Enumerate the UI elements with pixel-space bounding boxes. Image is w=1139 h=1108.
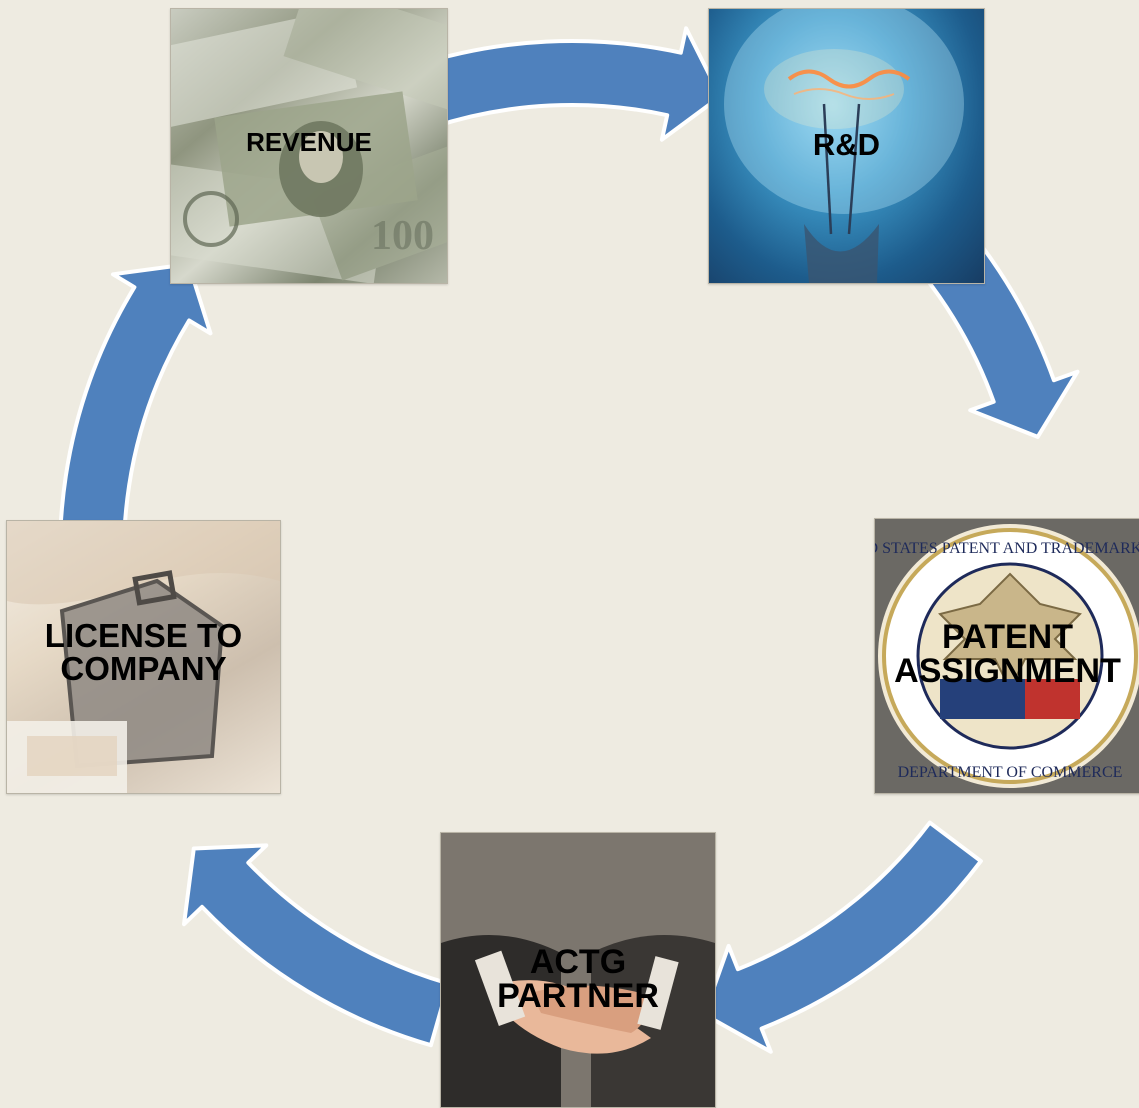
money-image: 100 <box>171 9 447 283</box>
handshake-image <box>441 833 715 1107</box>
svg-text:UNITED STATES PATENT AND TRADE: UNITED STATES PATENT AND TRADEMARK OFFIC… <box>875 540 1139 557</box>
node-label-license: LICENSE TO COMPANY <box>44 617 243 687</box>
node-revenue: 100 REVENUE <box>170 8 448 284</box>
arrow-revenue-to-rd <box>411 26 723 142</box>
light-bulb-image <box>724 9 964 283</box>
arrow-partner-to-license <box>182 843 451 1048</box>
node-label-revenue: REVENUE <box>246 127 372 157</box>
node-partner: ACTG PARTNER <box>440 832 716 1108</box>
node-license: LICENSE TO COMPANY <box>6 520 281 794</box>
node-rd: R&D <box>708 8 985 284</box>
node-label-rd: R&D <box>812 127 881 162</box>
svg-text:DEPARTMENT OF COMMERCE: DEPARTMENT OF COMMERCE <box>898 764 1123 781</box>
uspto-seal-image: UNITED STATES PATENT AND TRADEMARK OFFIC… <box>875 524 1139 788</box>
node-label-patent: PATENT ASSIGNMENT <box>894 618 1121 690</box>
briefcase-image <box>7 521 280 793</box>
node-patent: UNITED STATES PATENT AND TRADEMARK OFFIC… <box>874 518 1139 794</box>
arrow-patent-to-partner <box>702 820 983 1054</box>
node-label-partner: ACTG PARTNER <box>497 943 659 1015</box>
svg-text:100: 100 <box>371 213 434 259</box>
